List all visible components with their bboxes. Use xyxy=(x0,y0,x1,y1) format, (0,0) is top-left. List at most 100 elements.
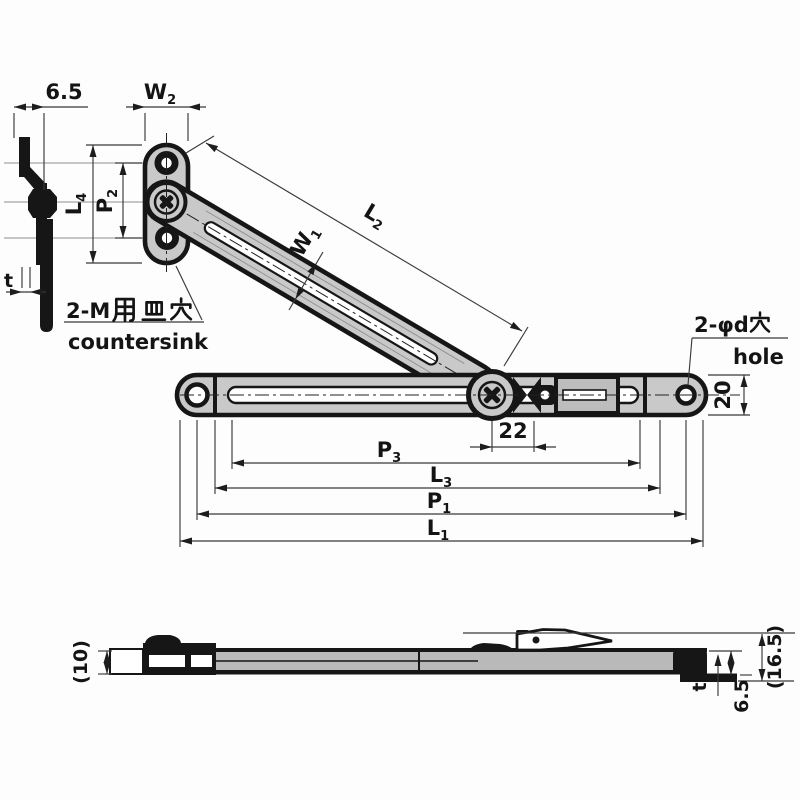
arrowhead xyxy=(89,145,97,157)
arrowhead xyxy=(30,288,42,296)
dim-label-20: 20 xyxy=(711,380,735,409)
dim-p3: P3 xyxy=(231,420,641,469)
dim-label-t-side: t xyxy=(4,270,13,292)
kanji-hole-icon xyxy=(749,311,771,333)
dim-t-side: t xyxy=(4,267,46,296)
arrowhead xyxy=(32,103,44,111)
dim-l3: L3 xyxy=(214,420,661,494)
front-view xyxy=(142,133,740,421)
dim-label-p2: P2 xyxy=(93,189,121,213)
folded-right-end xyxy=(673,650,707,674)
dim-16-5: (16.5) xyxy=(463,625,795,689)
label-hole: 2-φd hole xyxy=(687,311,788,386)
dim-label-t-bottom: t xyxy=(689,682,711,691)
folded-hump xyxy=(468,643,515,652)
dim-label-p3: P3 xyxy=(377,438,401,466)
label-hole-en: hole xyxy=(733,345,784,369)
arrowhead xyxy=(674,510,686,518)
label-hole-jp: 2-φd xyxy=(694,313,749,337)
leader-line xyxy=(687,337,693,386)
dim-label-16-5: (16.5) xyxy=(764,625,786,689)
dim-label-l1: L1 xyxy=(427,516,449,544)
dim-label-6-5-bottom: 6.5 xyxy=(731,679,753,713)
arrowhead xyxy=(714,654,722,666)
dim-p1: P1 xyxy=(196,420,687,520)
dim-line xyxy=(288,251,324,311)
link-wedge-left xyxy=(513,377,527,413)
arrowhead xyxy=(691,537,703,545)
side-arm-bar xyxy=(40,219,53,332)
dim-label-l3: L3 xyxy=(430,463,452,491)
arrowhead xyxy=(295,286,305,299)
leader-line xyxy=(175,265,203,321)
arrowhead xyxy=(480,443,492,451)
kanji-ana-icon xyxy=(749,311,771,333)
label-countersink: 2-M countersink xyxy=(64,265,209,354)
dim-label-p1: P1 xyxy=(427,489,451,517)
arrowhead xyxy=(740,375,748,387)
kanji-you-icon xyxy=(112,297,135,323)
arrowhead xyxy=(10,288,22,296)
arrowhead xyxy=(727,651,735,663)
folded-window xyxy=(191,655,212,667)
folded-bracket-plate xyxy=(109,648,144,675)
dim-label-w2: W2 xyxy=(144,80,176,108)
arrowhead xyxy=(180,537,192,545)
kanji-countersink-icon xyxy=(112,297,193,323)
dim-22: 22 xyxy=(470,419,556,452)
folded-hook-tip xyxy=(680,670,737,682)
arrowhead xyxy=(727,663,735,675)
arrowhead xyxy=(758,669,766,681)
arrowhead xyxy=(197,510,209,518)
arrowhead xyxy=(740,403,748,415)
dim-w2: W2 xyxy=(126,80,206,141)
arrowhead xyxy=(119,163,127,175)
dim-line xyxy=(205,142,523,332)
dim-label-22: 22 xyxy=(498,419,527,443)
folded-window xyxy=(149,655,185,667)
dim-label-10: (10) xyxy=(70,640,92,684)
ext-line xyxy=(503,326,529,367)
slider-pin xyxy=(540,390,550,400)
dim-20: 20 xyxy=(708,374,750,416)
dim-l4: L4 xyxy=(62,144,142,264)
arrowhead xyxy=(206,143,219,153)
arrowhead xyxy=(509,321,522,331)
folded-bar-top-edge xyxy=(216,648,707,652)
dim-t-bottom: t xyxy=(689,654,722,696)
arrowhead xyxy=(103,662,111,674)
arrowhead xyxy=(133,103,145,111)
dim-p2: P2 xyxy=(93,162,142,239)
side-pivot-boss xyxy=(28,189,57,218)
dim-10: (10) xyxy=(70,640,112,684)
kanji-ana-icon xyxy=(170,297,193,321)
arrowhead xyxy=(307,263,317,276)
dim-l1: L1 xyxy=(179,420,704,547)
arrowhead xyxy=(119,226,127,238)
arrowhead xyxy=(215,484,227,492)
arrowhead xyxy=(628,459,640,467)
arrowhead xyxy=(232,459,244,467)
side-upper-plate xyxy=(19,137,30,177)
bottom-view xyxy=(109,628,737,682)
lever-rivet xyxy=(532,636,540,644)
folded-bar-bottom-edge xyxy=(216,670,707,675)
dim-6-5-bottom: 6.5 xyxy=(709,650,753,713)
arrowhead xyxy=(648,484,660,492)
kanji-sara-icon xyxy=(141,301,167,322)
dim-label-6-5-top: 6.5 xyxy=(45,80,82,104)
ext-line xyxy=(185,135,215,154)
arrowhead xyxy=(89,251,97,263)
arrowhead xyxy=(534,443,546,451)
arrowhead xyxy=(103,651,111,663)
dim-6-5-top: 6.5 xyxy=(13,80,88,190)
folded-screw-hump xyxy=(145,635,181,643)
dim-label-l4: L4 xyxy=(62,193,90,215)
arrowhead xyxy=(14,103,26,111)
arrowhead xyxy=(188,103,200,111)
main-arm-centerline xyxy=(143,188,506,403)
label-countersink-jp: 2-M xyxy=(66,299,110,323)
arrowhead xyxy=(758,634,766,646)
